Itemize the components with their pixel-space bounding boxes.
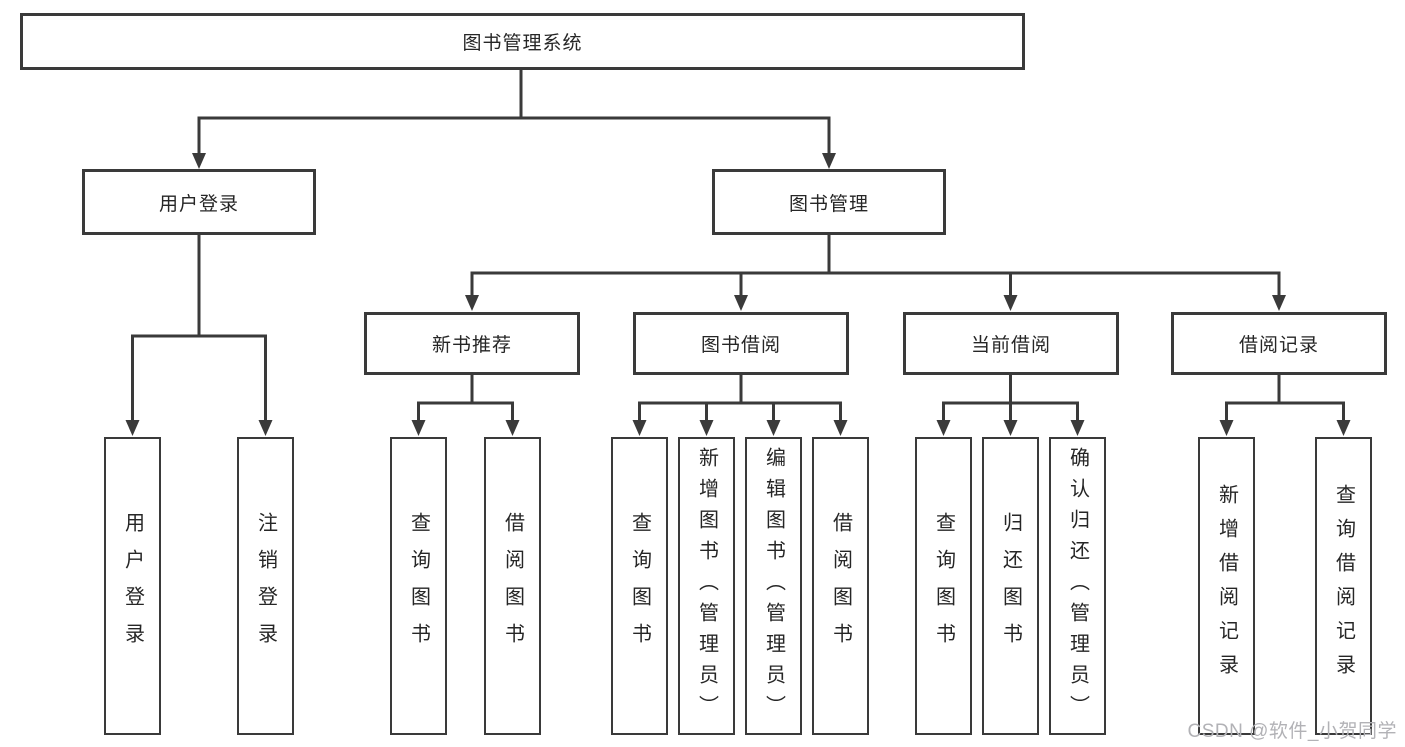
node-book-management: 图书管理	[712, 169, 946, 235]
leaf-label: 注销登录	[254, 512, 277, 660]
leaf-logout: 注销登录	[237, 437, 294, 735]
leaf-borrow-books: 借阅图书	[812, 437, 869, 735]
watermark: CSDN @软件_小贺同学	[1187, 721, 1397, 742]
leaf-query-books-borrow: 查询图书	[611, 437, 668, 735]
leaf-label: 查询图书	[628, 512, 651, 660]
node-user-login: 用户登录	[82, 169, 316, 235]
node-current-borrow: 当前借阅	[903, 312, 1119, 375]
leaf-borrow-books-recommend: 借阅图书	[484, 437, 541, 735]
leaf-label: 查询图书	[932, 512, 955, 660]
leaf-user-login: 用户登录	[104, 437, 161, 735]
node-new-book-recommend: 新书推荐	[364, 312, 580, 375]
leaf-add-book-admin: 新增图书（管理员）	[678, 437, 735, 735]
leaf-label: 查询图书	[407, 512, 430, 660]
leaf-label: 归还图书	[999, 512, 1022, 660]
leaf-add-borrow-record: 新增借阅记录	[1198, 437, 1255, 735]
leaf-label: 借阅图书	[501, 512, 524, 660]
node-root: 图书管理系统	[20, 13, 1025, 70]
leaf-label: 新增图书（管理员）	[695, 446, 718, 726]
leaf-label: 用户登录	[121, 512, 144, 660]
leaf-edit-book-admin: 编辑图书（管理员）	[745, 437, 802, 735]
leaf-query-borrow-record: 查询借阅记录	[1315, 437, 1372, 735]
node-book-borrow: 图书借阅	[633, 312, 849, 375]
leaf-label: 新增借阅记录	[1215, 484, 1238, 688]
leaf-return-book: 归还图书	[982, 437, 1039, 735]
leaf-label: 借阅图书	[829, 512, 852, 660]
leaf-label: 查询借阅记录	[1332, 484, 1355, 688]
leaf-query-books-recommend: 查询图书	[390, 437, 447, 735]
node-borrow-records: 借阅记录	[1171, 312, 1387, 375]
leaf-label: 确认归还（管理员）	[1066, 446, 1089, 726]
leaf-query-books-current: 查询图书	[915, 437, 972, 735]
leaf-label: 编辑图书（管理员）	[762, 446, 785, 726]
leaf-confirm-return-admin: 确认归还（管理员）	[1049, 437, 1106, 735]
